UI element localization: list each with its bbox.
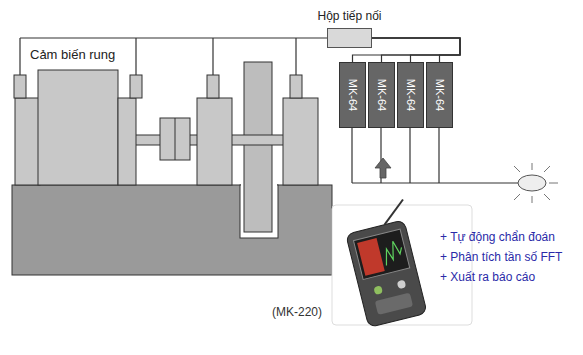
monitor-module: MK-64	[368, 62, 395, 128]
monitor-module: MK-64	[339, 62, 366, 128]
connector-wire	[372, 38, 460, 62]
module-label: MK-64	[347, 79, 359, 111]
monitor-module: MK-64	[397, 62, 424, 128]
junction-box: Hộp tiếp nối	[327, 28, 372, 48]
junction-label: Hộp tiếp nối	[317, 9, 381, 23]
device-label: (MK-220)	[272, 305, 322, 319]
module-label: MK-64	[434, 79, 446, 111]
module-label: MK-64	[405, 79, 417, 111]
connector-wire	[372, 38, 460, 62]
sensor-label: Cảm biến rung	[30, 47, 115, 62]
feature-item: + Phân tích tần số FFT	[440, 250, 562, 264]
feature-item: + Tự động chẩn đoán	[440, 230, 555, 244]
monitor-module: MK-64	[426, 62, 453, 128]
feature-item: + Xuất ra báo cáo	[440, 270, 535, 284]
module-label: MK-64	[376, 79, 388, 111]
connector-wire	[372, 38, 460, 62]
